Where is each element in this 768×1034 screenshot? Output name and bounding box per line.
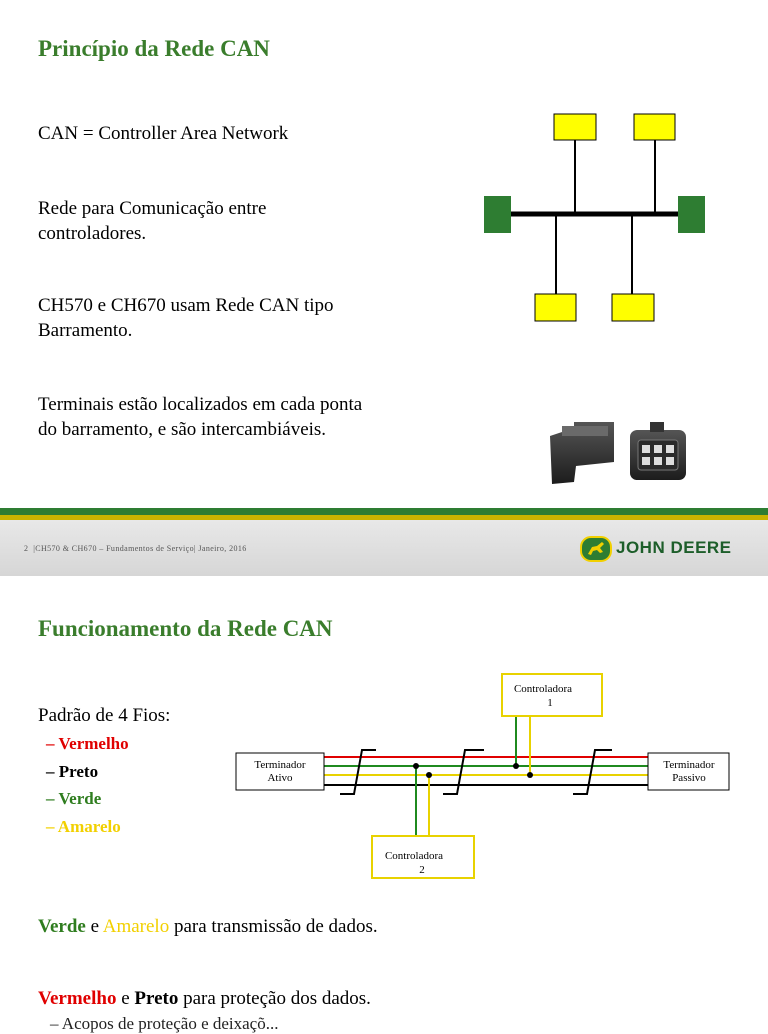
- term-active-label2: Ativo: [267, 772, 293, 784]
- bullet-terminals-line1: Terminais estão localizados em cada pont…: [38, 394, 363, 415]
- word-vermelho: Vermelho: [38, 988, 117, 1009]
- term-passive-label2: Passivo: [672, 772, 706, 784]
- footer-text: CH570 & CH670 – Fundamentos de Serviço| …: [35, 544, 247, 553]
- controller1-label2: 1: [547, 697, 553, 709]
- john-deere-leaping-deer-logo-icon: [580, 536, 612, 562]
- node-top-left: [553, 113, 597, 141]
- bullet-terminals-line2: do barramento, e são intercambiáveis.: [38, 419, 327, 440]
- bullet-network-line2: controladores.: [38, 223, 147, 244]
- controller1-box: [501, 673, 603, 717]
- node-top-right: [633, 113, 676, 141]
- controller1-label1: Controladora: [514, 683, 572, 695]
- can-wiring-diagram: Terminador Ativo Terminador Passivo Cont…: [235, 673, 730, 879]
- controller2-label2: 2: [419, 864, 425, 876]
- can-bus-topology-diagram: [484, 113, 705, 322]
- terminator-active-box: [235, 752, 325, 791]
- node-bottom-right: [611, 293, 655, 322]
- node-bottom-left: [534, 293, 577, 322]
- bullet-bus-line1: CH570 e CH670 usam Rede CAN tipo: [38, 295, 334, 316]
- wire-yellow-label: – Amarelo: [46, 817, 121, 836]
- terminator-connectors-image: [550, 422, 686, 484]
- word-e2: e: [116, 988, 135, 1009]
- footer-page-number: 2: [24, 544, 29, 553]
- bullet-bus-line2: Barramento.: [38, 320, 133, 341]
- slide2-title: Funcionamento da Rede CAN: [38, 616, 333, 641]
- slide1-title: Princípio da Rede CAN: [38, 36, 270, 61]
- word-e1: e: [85, 916, 103, 937]
- wire-red-label: – Vermelho: [46, 734, 129, 753]
- word-verde: Verde: [38, 916, 86, 937]
- word-preto: Preto: [134, 988, 179, 1009]
- controller2-label1: Controladora: [385, 850, 443, 862]
- john-deere-wordmark: JOHN DEERE: [616, 538, 732, 557]
- term-passive-label1: Terminador: [663, 759, 714, 771]
- controller2-box: [371, 835, 475, 879]
- word-amarelo: Amarelo: [102, 916, 170, 937]
- wire-black-label: – Preto: [46, 762, 99, 781]
- terminator-passive-box: [647, 752, 730, 791]
- bullet-network-line1: Rede para Comunicação entre: [38, 198, 267, 219]
- data-transmission-rest: para transmissão de dados.: [169, 916, 378, 937]
- data-transmission-line: Verde e Amarelo para transmissão de dado…: [38, 915, 378, 939]
- footer-caption: 2 |CH570 & CH670 – Fundamentos de Serviç…: [24, 544, 247, 553]
- term-active-label1: Terminador: [254, 759, 305, 771]
- wire-green-label: – Verde: [46, 789, 102, 808]
- cut-off-line: – Acopos de proteção e deixaçõ...: [50, 1014, 279, 1033]
- data-protection-rest: para proteção dos dados.: [178, 988, 371, 1009]
- bullet-can-definition: CAN = Controller Area Network: [38, 123, 289, 144]
- slide-footer: 2 |CH570 & CH670 – Fundamentos de Serviç…: [0, 508, 768, 576]
- four-wire-standard: Padrão de 4 Fios:: [38, 705, 171, 726]
- data-protection-line: Vermelho e Preto para proteção dos dados…: [38, 987, 371, 1011]
- terminal-left: [484, 196, 511, 233]
- terminal-right: [678, 196, 705, 233]
